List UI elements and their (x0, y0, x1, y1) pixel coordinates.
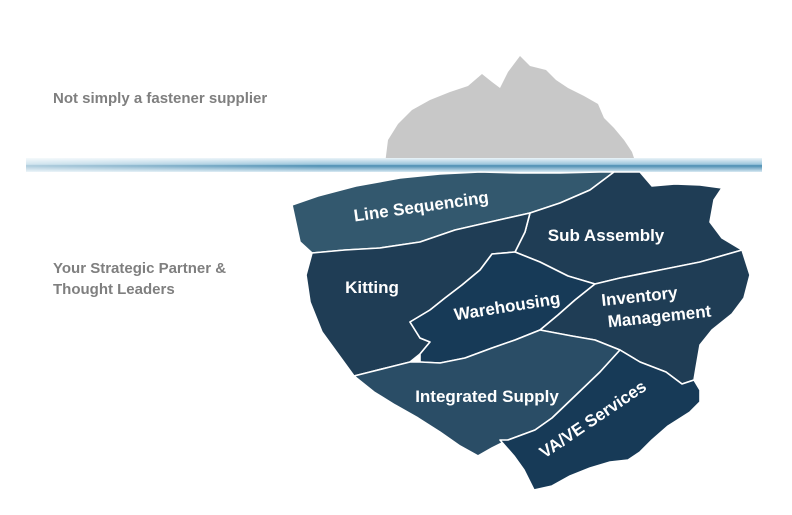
segment-va-ve-services (499, 349, 701, 491)
label-kitting: Kitting (345, 278, 399, 297)
label-integrated-supply: Integrated Supply (415, 387, 559, 406)
above-water-label: Not simply a fastener supplier (53, 90, 268, 107)
below-water-label: Your Strategic Partner & Thought Leaders (53, 258, 226, 300)
water-line-fade (26, 158, 762, 172)
iceberg-tip (385, 56, 636, 164)
label-sub-assembly: Sub Assembly (548, 226, 665, 245)
below-water-label-line2: Thought Leaders (53, 281, 175, 298)
below-water-label-line1: Your Strategic Partner & (53, 260, 227, 277)
